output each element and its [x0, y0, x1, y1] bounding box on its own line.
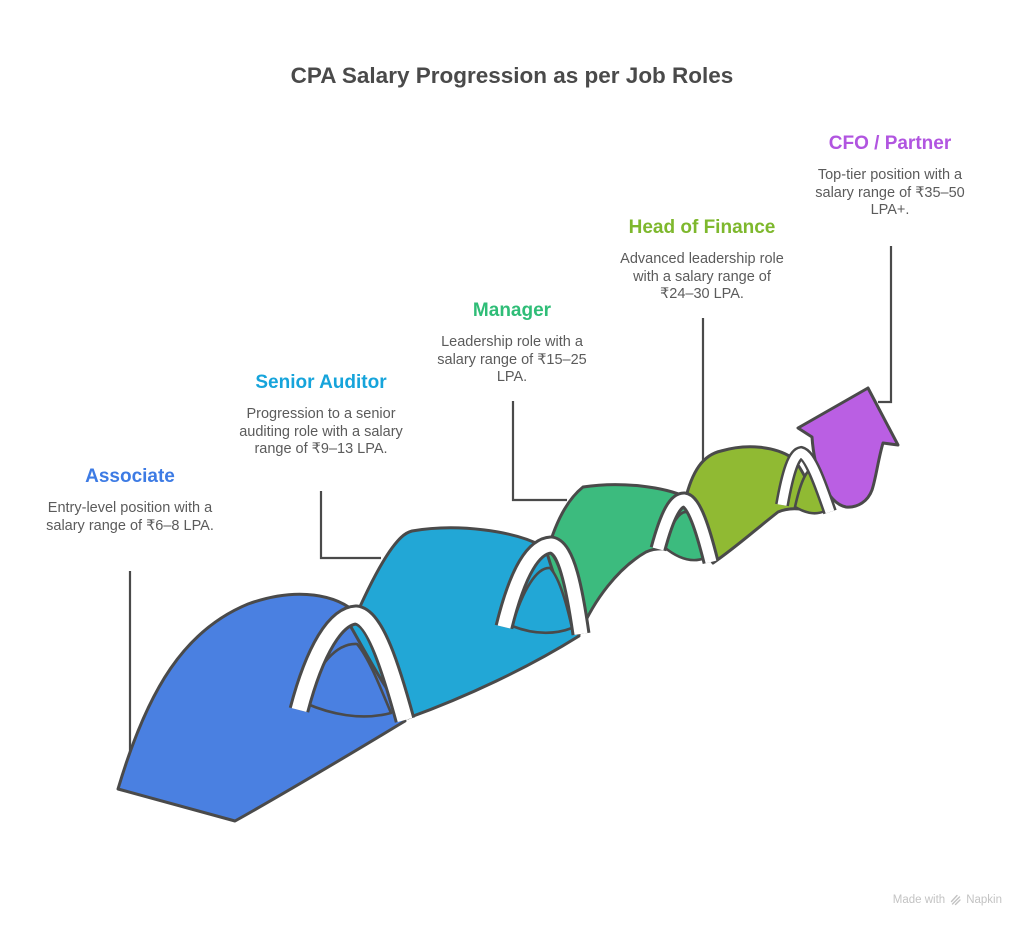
step-head-of-finance: Head of Finance Advanced leadership role…: [619, 217, 785, 304]
leader-line-cfo-partner: [878, 246, 893, 404]
step-label-cfo-partner: CFO / Partner: [828, 133, 952, 154]
step-cfo-partner: CFO / Partner Top-tier position with a s…: [804, 133, 976, 220]
ribbon-fold-wedge-2: [510, 566, 574, 635]
ribbon-fold-arch-3: [652, 494, 717, 564]
leader-line-manager: [511, 401, 567, 502]
step-description-head-of-finance: Advanced leadership role with a salary r…: [620, 251, 784, 302]
step-senior-auditor: Senior Auditor Progression to a senior a…: [235, 372, 407, 459]
ribbon-fold-arch-4: [777, 448, 835, 514]
watermark-text: Made with: [892, 893, 946, 906]
diagram-title: CPA Salary Progression as per Job Roles: [290, 63, 734, 88]
watermark-brand: Napkin: [966, 893, 1002, 906]
step-description-associate: Entry-level position with a salary range…: [46, 500, 214, 534]
step-label-associate: Associate: [85, 466, 175, 487]
step-description-senior-auditor: Progression to a senior auditing role wi…: [239, 406, 403, 457]
step-label-manager: Manager: [472, 300, 552, 321]
watermark: Made with Napkin: [893, 893, 1002, 906]
napkin-logo-icon: [949, 893, 962, 906]
step-associate: Associate Entry-level position with a sa…: [46, 466, 214, 535]
ribbon-fold-arch-1: [291, 607, 413, 722]
ribbon-fold-arch-2: [497, 538, 588, 635]
step-description-cfo-partner: Top-tier position with a salary range of…: [815, 167, 965, 218]
step-manager: Manager Leadership role with a salary ra…: [427, 300, 597, 387]
step-label-senior-auditor: Senior Auditor: [255, 372, 387, 393]
leader-line-senior-auditor: [319, 491, 381, 560]
step-label-head-of-finance: Head of Finance: [628, 217, 776, 238]
step-description-manager: Leadership role with a salary range of ₹…: [437, 334, 587, 385]
